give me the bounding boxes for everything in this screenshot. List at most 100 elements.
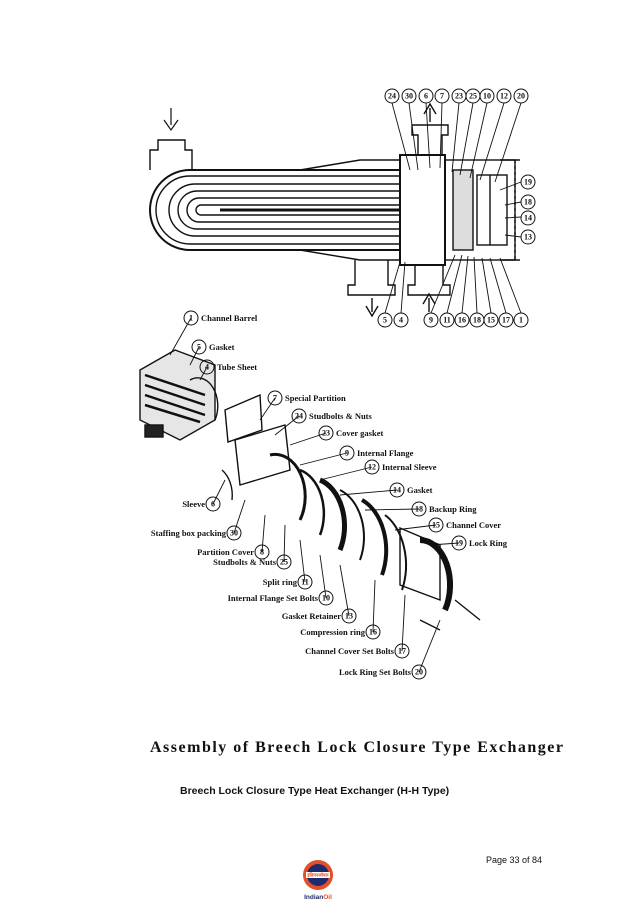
exploded-leaders (169, 317, 460, 673)
svg-text:Channel Cover Set Bolts: Channel Cover Set Bolts (305, 646, 395, 656)
callout-number: 15 (487, 316, 495, 325)
right-callouts: 19 18 14 13 (520, 174, 536, 245)
exploded-rings (221, 393, 481, 631)
callout-number: 9 (429, 316, 433, 325)
part-label: 9 Internal Flange (339, 445, 414, 461)
svg-text:Cover gasket: Cover gasket (336, 428, 383, 438)
indianoil-logo: इंडियनऑयल IndianOil (303, 860, 333, 901)
svg-text:1: 1 (189, 314, 193, 323)
svg-text:5: 5 (197, 343, 201, 352)
callout-number: 4 (399, 316, 403, 325)
callout-number: 7 (440, 92, 444, 101)
bottom-callouts: 5 4 9 11 16 18 15 17 1 (377, 312, 529, 328)
part-label: Sleeve 6 (182, 496, 221, 512)
part-label: 18 Backup Ring (411, 501, 477, 517)
part-label: 23 Cover gasket (318, 425, 383, 441)
svg-text:8: 8 (260, 548, 264, 557)
svg-text:Staffing box packing: Staffing box packing (151, 528, 227, 538)
callout-number: 25 (469, 92, 477, 101)
svg-text:Compression ring: Compression ring (300, 627, 366, 637)
callout-number: 6 (424, 92, 428, 101)
svg-text:17: 17 (398, 647, 406, 656)
svg-text:4: 4 (205, 363, 209, 372)
callout-number: 11 (443, 316, 451, 325)
callout-number: 14 (524, 214, 532, 223)
svg-text:Gasket Retainer: Gasket Retainer (282, 611, 341, 621)
svg-text:6: 6 (211, 500, 215, 509)
exploded-channel-barrel (139, 349, 219, 441)
svg-text:19: 19 (455, 539, 463, 548)
callout-number: 19 (524, 178, 532, 187)
figure-caption: Breech Lock Closure Type Heat Exchanger … (180, 785, 450, 797)
svg-text:9: 9 (345, 449, 349, 458)
part-label: 15 Channel Cover (428, 517, 501, 533)
logo-wordmark: IndianOil (304, 894, 332, 901)
shell-body (149, 102, 520, 318)
svg-text:Channel Cover: Channel Cover (446, 520, 501, 530)
callout-number: 10 (483, 92, 491, 101)
svg-text:18: 18 (415, 505, 423, 514)
callout-number: 12 (500, 92, 508, 101)
top-callouts: 24 30 6 7 23 25 10 12 20 (384, 88, 529, 104)
callout-number: 20 (517, 92, 525, 101)
part-label: 24 Studbolts & Nuts (291, 408, 373, 424)
svg-text:Split ring: Split ring (263, 577, 298, 587)
svg-text:Internal Flange: Internal Flange (357, 448, 414, 458)
svg-text:Partition Cover: Partition Cover (197, 547, 254, 557)
svg-text:Internal Sleeve: Internal Sleeve (382, 462, 437, 472)
svg-text:10: 10 (322, 594, 330, 603)
part-label: 7 Special Partition (267, 390, 346, 406)
part-label: 4 Tube Sheet (199, 359, 257, 375)
svg-text:Internal Flange Set Bolts: Internal Flange Set Bolts (228, 593, 319, 603)
svg-text:Sleeve: Sleeve (182, 499, 205, 509)
svg-text:Lock Ring: Lock Ring (469, 538, 508, 548)
callout-number: 18 (524, 198, 532, 207)
part-label: 19 Lock Ring (451, 535, 508, 551)
svg-text:Channel Barrel: Channel Barrel (201, 313, 258, 323)
figure-title: Assembly of Breech Lock Closure Type Exc… (150, 739, 564, 756)
svg-text:25: 25 (280, 558, 288, 567)
callout-number: 18 (473, 316, 481, 325)
svg-text:Tube Sheet: Tube Sheet (217, 362, 257, 372)
part-label: 1 Channel Barrel (183, 310, 258, 326)
part-label: 14 Gasket (389, 482, 433, 498)
callout-number: 24 (388, 92, 396, 101)
svg-text:20: 20 (415, 668, 423, 677)
callout-number: 17 (502, 316, 510, 325)
svg-text:Special Partition: Special Partition (285, 393, 346, 403)
svg-text:30: 30 (230, 529, 238, 538)
svg-text:Lock Ring Set Bolts: Lock Ring Set Bolts (339, 667, 412, 677)
svg-text:16: 16 (369, 628, 377, 637)
svg-text:14: 14 (393, 486, 401, 495)
callout-number: 16 (458, 316, 466, 325)
svg-text:7: 7 (273, 394, 277, 403)
page-number: Page 33 of 84 (486, 855, 543, 865)
callout-number: 30 (405, 92, 413, 101)
svg-text:Gasket: Gasket (209, 342, 235, 352)
leader-lines (384, 102, 522, 314)
svg-text:15: 15 (432, 521, 440, 530)
callout-number: 1 (519, 316, 523, 325)
svg-text:23: 23 (322, 429, 330, 438)
svg-text:24: 24 (295, 412, 303, 421)
svg-text:Backup Ring: Backup Ring (429, 504, 477, 514)
part-label: Partition Cover 8 (197, 544, 270, 560)
callout-number: 5 (383, 316, 387, 325)
svg-text:Gasket: Gasket (407, 485, 433, 495)
callout-number: 23 (455, 92, 463, 101)
callout-number: 13 (524, 233, 532, 242)
svg-text:Studbolts & Nuts: Studbolts & Nuts (213, 557, 277, 567)
svg-text:Studbolts & Nuts: Studbolts & Nuts (309, 411, 373, 421)
